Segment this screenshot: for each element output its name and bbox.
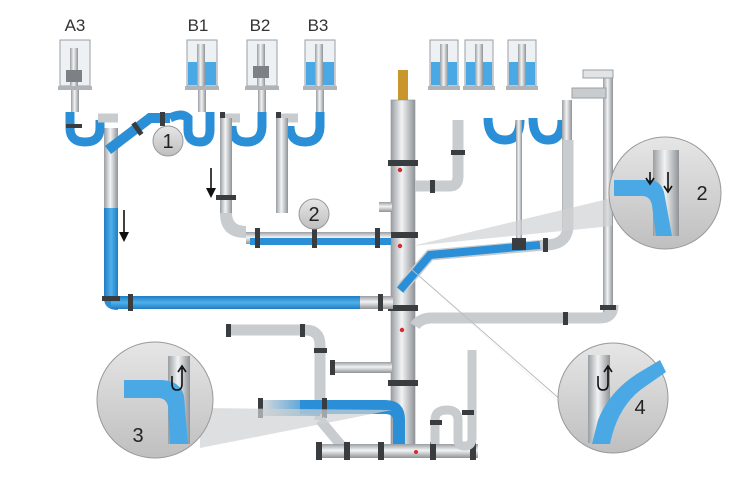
fixture-right-1 [428, 39, 460, 90]
down-arrow-left [119, 210, 129, 242]
callout-badge-2: 2 [298, 198, 330, 230]
label-b3: B3 [308, 16, 329, 35]
pipe-a3-to-b1 [104, 112, 170, 154]
label-b2: B2 [250, 16, 271, 35]
detail-bubble-2: 2 [412, 136, 722, 250]
main-stack [379, 70, 418, 456]
detail-2-label: 2 [696, 183, 707, 205]
fixture-b3 [303, 39, 337, 112]
detail-3-label: 3 [132, 425, 143, 447]
svg-text:1: 1 [162, 131, 173, 153]
svg-text:2: 2 [308, 204, 319, 226]
label-b1: B1 [188, 16, 209, 35]
bottom-drain [316, 350, 478, 460]
down-arrow-b-line [206, 168, 216, 198]
flow-arrows [119, 168, 216, 242]
right-lower-branch [410, 69, 619, 330]
detail-4-label: 4 [634, 397, 645, 419]
callout-badge-1: 1 [152, 125, 184, 157]
fixture-right-2 [463, 39, 495, 90]
trap-b1 [167, 110, 215, 147]
b-line [216, 118, 391, 248]
fixture-right-3 [506, 39, 538, 90]
label-a3: A3 [65, 16, 86, 35]
detail-bubble-4: 4 [409, 267, 669, 454]
fixture-b2 [245, 39, 279, 112]
trap-a3 [65, 112, 118, 147]
fixture-a3 [58, 39, 92, 112]
left-branch [102, 128, 393, 311]
detail-bubble-3: 3 [96, 341, 392, 459]
fixture-b1 [185, 39, 219, 112]
